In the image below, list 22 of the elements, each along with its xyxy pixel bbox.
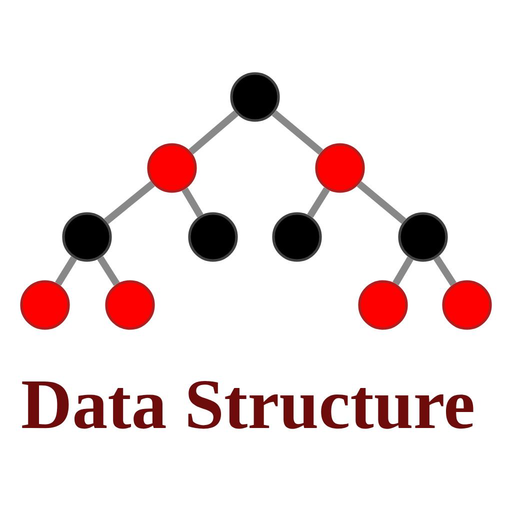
connector-line — [434, 256, 456, 286]
tree-node-circle — [272, 212, 322, 262]
title: Data Structure — [22, 381, 474, 429]
tree-node-circle — [188, 212, 238, 262]
connector-line — [182, 188, 204, 218]
tree-node-circle — [20, 280, 70, 330]
connector-line — [188, 110, 238, 155]
tree-node-circle — [105, 280, 155, 330]
tree-node-circle — [358, 280, 408, 330]
connector-line — [97, 256, 120, 286]
connector-line — [104, 180, 155, 224]
tree-node-circle — [147, 143, 197, 193]
tree-node-circle — [230, 72, 280, 122]
connector-line — [307, 187, 330, 218]
connector-line — [392, 256, 414, 286]
connector-line — [356, 181, 406, 224]
tree-node-circle — [398, 212, 448, 262]
tree-node-circle — [62, 212, 112, 262]
tree-node-circle — [315, 143, 365, 193]
connector-line — [55, 256, 77, 286]
tree-node-circle — [442, 280, 492, 330]
connector-line — [272, 110, 324, 155]
